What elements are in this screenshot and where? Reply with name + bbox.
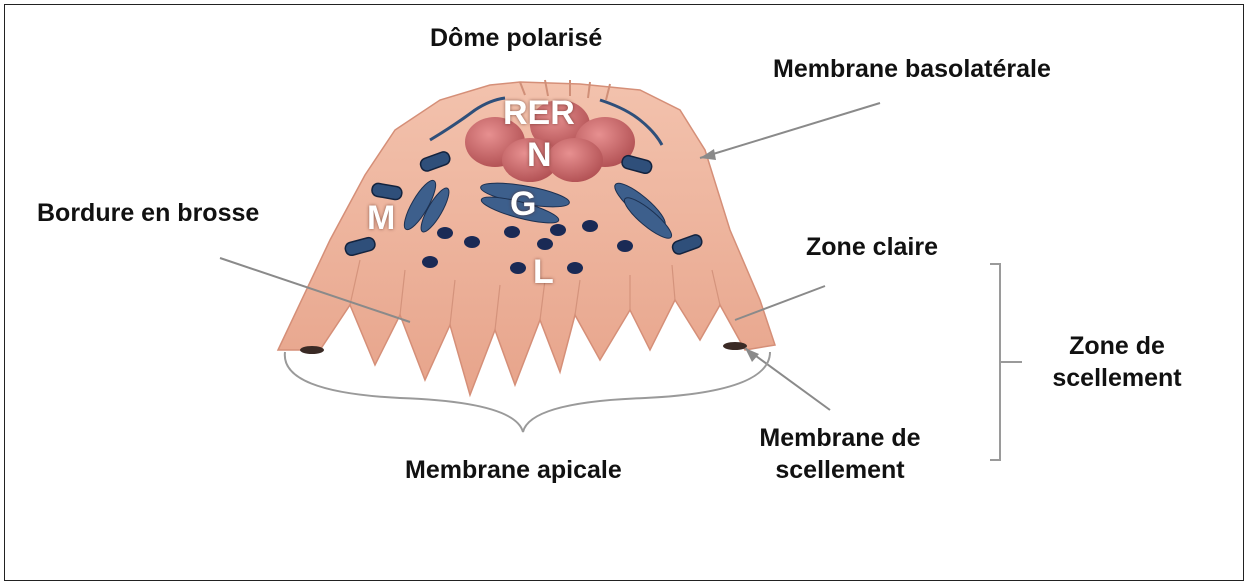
pointer-sealing-membrane [745,348,830,410]
sealing-membrane-line2: scellement [730,454,950,486]
sealing-zone-line1: Zone de [1032,330,1202,362]
rer-label: RER [503,95,575,131]
golgi-label: G [510,186,536,222]
basolateral-membrane-label: Membrane basolatérale [773,53,1051,85]
pointer-basolateral [700,103,880,158]
dome-label: Dôme polarisé [430,22,602,54]
sealing-zone-label: Zone de scellement [1032,330,1202,394]
nucleus-label: N [527,137,552,173]
cell-foot-left [300,346,324,354]
brush-border-label: Bordure en brosse [37,197,259,229]
sealing-zone-bracket [990,264,1022,460]
apical-membrane-label: Membrane apicale [405,454,622,486]
sealing-zone-line2: scellement [1032,362,1202,394]
cell-foot-right [723,342,747,350]
mitochondria-label: M [367,200,395,236]
lysosomes-label: L [533,254,554,290]
apical-brace [285,352,770,432]
clear-zone-label: Zone claire [806,231,938,263]
sealing-membrane-line1: Membrane de [730,422,950,454]
sealing-membrane-label: Membrane de scellement [730,422,950,486]
